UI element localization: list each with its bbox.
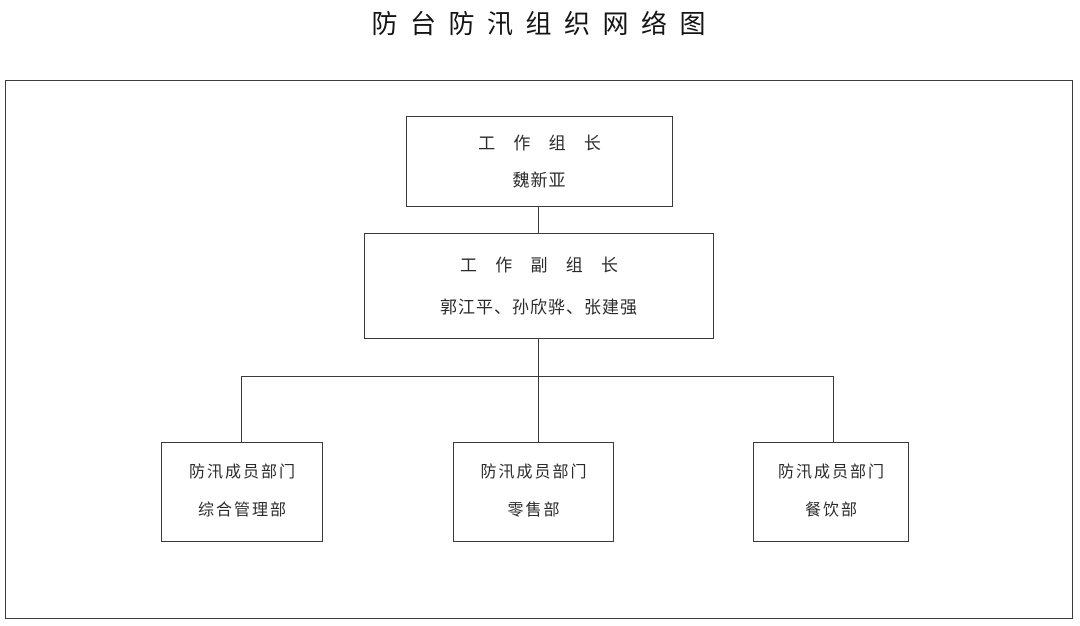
node-member-department-catering[interactable]: 防汛成员部门 餐饮部 — [753, 442, 909, 542]
node-member-department-retail[interactable]: 防汛成员部门 零售部 — [453, 442, 614, 542]
node-member-1-role: 防汛成员部门 — [480, 464, 589, 481]
connector-deputy-stem — [538, 339, 539, 376]
page-title: 防 台 防 汛 组 织 网 络 图 — [371, 10, 709, 39]
connector-drop-member-2 — [833, 376, 834, 442]
node-deputy-role: 工 作 副 组 长 — [460, 256, 625, 275]
node-deputy-names: 郭江平、孙欣骅、张建强 — [440, 298, 638, 317]
connector-leader-to-deputy — [538, 207, 539, 233]
node-work-group-deputy-leader[interactable]: 工 作 副 组 长 郭江平、孙欣骅、张建强 — [364, 233, 714, 339]
node-work-group-leader[interactable]: 工 作 组 长 魏新亚 — [406, 116, 673, 207]
diagram-frame: 工 作 组 长 魏新亚 工 作 副 组 长 郭江平、孙欣骅、张建强 防汛成员部门… — [5, 80, 1073, 619]
node-member-2-role: 防汛成员部门 — [777, 464, 886, 481]
node-member-0-name: 综合管理部 — [197, 502, 288, 519]
node-member-department-general-management[interactable]: 防汛成员部门 综合管理部 — [161, 442, 323, 542]
connector-horizontal-bus — [241, 376, 834, 377]
node-member-0-role: 防汛成员部门 — [188, 464, 297, 481]
node-leader-name: 魏新亚 — [512, 171, 567, 190]
node-member-2-name: 餐饮部 — [804, 502, 859, 519]
node-member-1-name: 零售部 — [507, 502, 562, 519]
node-leader-role: 工 作 组 长 — [478, 134, 608, 153]
connector-drop-member-1 — [538, 376, 539, 442]
connector-drop-member-0 — [241, 376, 242, 442]
